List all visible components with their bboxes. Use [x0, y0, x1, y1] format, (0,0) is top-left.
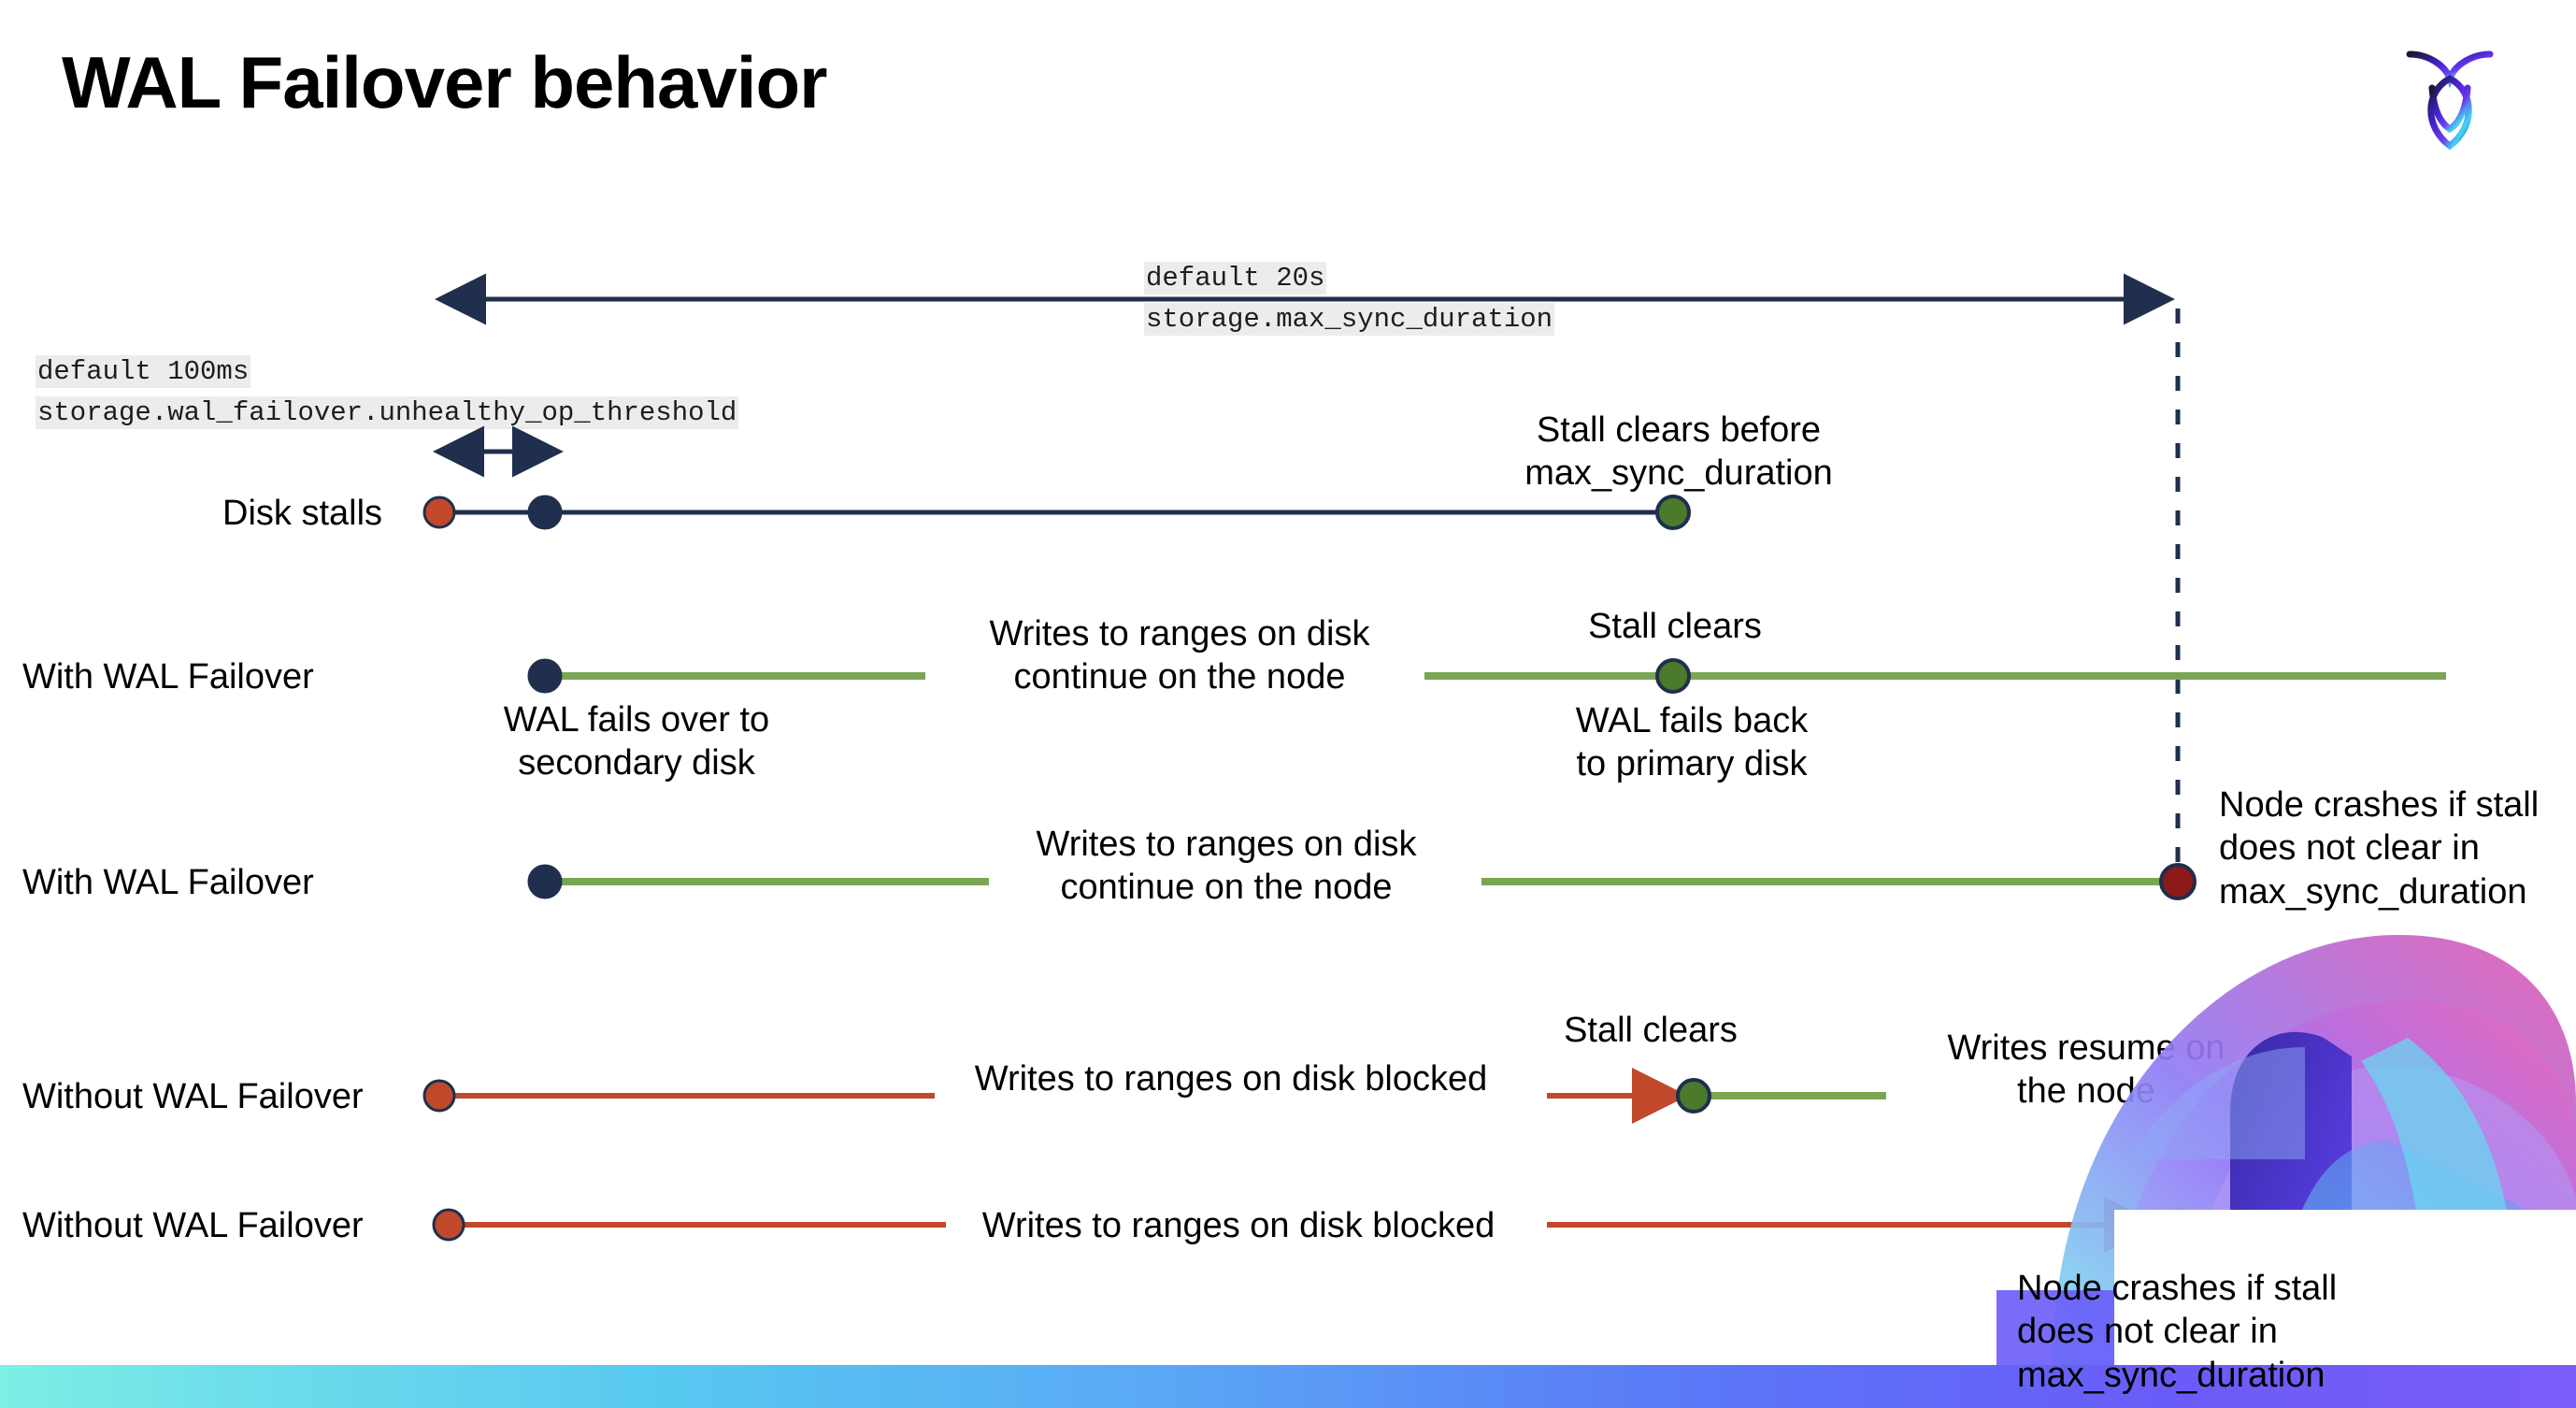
marker-wal-fails-over	[527, 658, 563, 694]
marker-stall-clears	[1655, 658, 1691, 694]
timeline-row-with-wal-failover-2	[527, 863, 2197, 900]
bottom-gradient-bar	[0, 1365, 2576, 1408]
page-title: WAL Failover behavior	[62, 41, 827, 123]
row-label-with-wal-failover-1: With WAL Failover	[22, 657, 314, 697]
row-label-without-wal-failover-1: Without WAL Failover	[22, 1077, 364, 1116]
marker-stall-start	[422, 1079, 456, 1113]
note-node-crashes-1: Node crashes if stall does not clear in …	[2219, 785, 2540, 912]
timeline-row-with-wal-failover-1	[527, 658, 2446, 694]
marker-stall-start	[432, 1208, 465, 1242]
note-stall-clears-2: Stall clears	[1564, 1011, 1738, 1050]
threshold-setting: storage.wal_failover.unhealthy_op_thresh…	[36, 395, 739, 429]
marker-stall-start	[422, 496, 456, 529]
note-stall-clears-before: Stall clears before max_sync_duration	[1524, 410, 1833, 494]
note-node-crashes-2: Node crashes if stall does not clear in …	[2017, 1269, 2338, 1395]
note-writes-continue-1: Writes to ranges on disk continue on the…	[989, 614, 1370, 697]
marker-node-crash	[2159, 863, 2197, 900]
row-label-with-wal-failover-2: With WAL Failover	[22, 863, 314, 902]
annotation-unhealthy-op-threshold: default 100ms storage.wal_failover.unhea…	[36, 352, 739, 433]
note-writes-continue-2: Writes to ranges on disk continue on the…	[1036, 825, 1417, 908]
note-writes-blocked-1: Writes to ranges on disk blocked	[974, 1059, 1488, 1099]
timeline-row-disk-stalls	[422, 495, 1691, 530]
marker-failover-point	[527, 495, 563, 530]
marker-stall-clears	[1676, 1078, 1711, 1113]
note-stall-clears-1: Stall clears	[1588, 607, 1762, 646]
threshold-default: default 100ms	[36, 355, 251, 388]
note-wal-fails-over: WAL fails over to secondary disk	[503, 700, 770, 783]
row-label-without-wal-failover-2: Without WAL Failover	[22, 1206, 364, 1245]
marker-wal-fails-over	[527, 864, 563, 899]
note-writes-blocked-2: Writes to ranges on disk blocked	[981, 1206, 1496, 1245]
caption-backdrop	[2114, 1210, 2576, 1365]
cockroachdb-logo-icon	[2380, 26, 2520, 157]
note-wal-fails-back: WAL fails back to primary disk	[1575, 701, 1809, 784]
marker-stall-clears	[1655, 495, 1691, 530]
row-label-disk-stalls: Disk stalls	[222, 494, 383, 533]
